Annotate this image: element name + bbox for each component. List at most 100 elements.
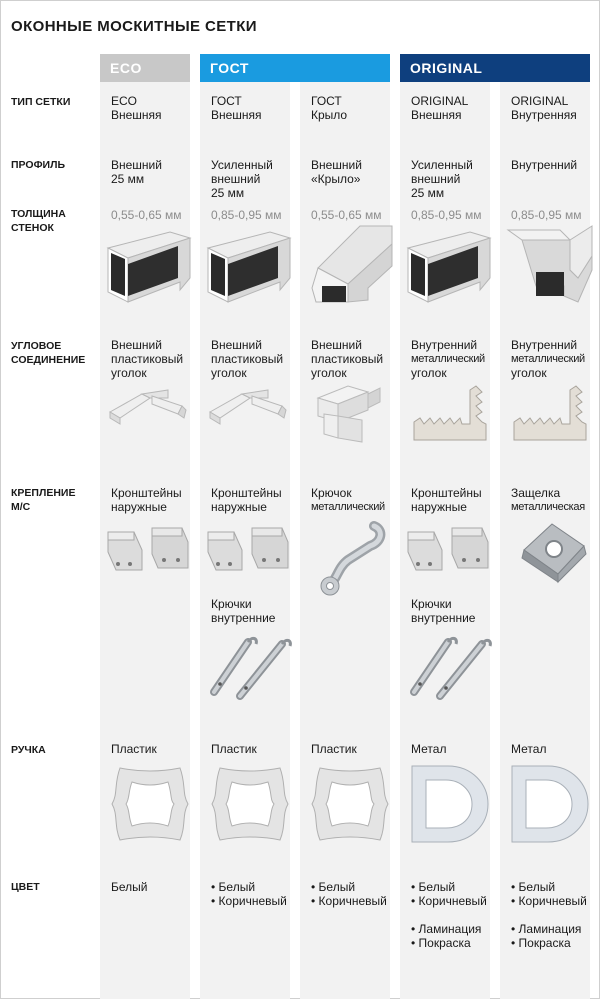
color-item: • Коричневый xyxy=(211,894,287,908)
row-label-type: ТИП СЕТКИ xyxy=(11,96,71,108)
color-item-label: Коричневый xyxy=(518,894,587,908)
cell-line: Внешний xyxy=(311,158,362,172)
cell-line: металлический xyxy=(311,501,385,513)
handle-plastic-image xyxy=(311,767,389,841)
cell-thickness-eco: 0,55-0,65 мм xyxy=(111,208,182,222)
header-eco: ECO xyxy=(100,54,190,82)
cell-thickness-gost-2: 0,55-0,65 мм xyxy=(311,208,382,222)
color-item-label: Коричневый xyxy=(218,894,287,908)
cell-line: наружные xyxy=(111,500,167,514)
cell-line: Внешний xyxy=(311,338,362,352)
cell-corner-gost-2: Внешний пластиковый уголок xyxy=(311,338,383,380)
cell-profile-gost-1: Усиленный внешний 25 мм xyxy=(211,158,273,200)
row-label-handle: РУЧКА xyxy=(11,744,46,756)
cell-line: 25 мм xyxy=(211,186,245,200)
cell-line: Кронштейны xyxy=(111,486,182,500)
cell-profile-eco: Внешний 25 мм xyxy=(111,158,162,186)
row-label-corner-2: СОЕДИНЕНИЕ xyxy=(11,354,86,366)
corner-plastic-image xyxy=(109,389,187,425)
row-label-mount-2: М/С xyxy=(11,501,31,513)
corner-plastic-block-image xyxy=(316,385,381,443)
cell-line: наружные xyxy=(411,500,467,514)
cell-line: 25 мм xyxy=(111,172,145,186)
cell-color-original-1: • Белый • Коричневый xyxy=(411,880,487,908)
cell-line: металлический xyxy=(511,353,585,365)
cell-line: металлическая xyxy=(511,501,585,513)
color-item: • Коричневый xyxy=(511,894,587,908)
header-gost: ГОСТ xyxy=(200,54,390,82)
cell-thickness-original-1: 0,85-0,95 мм xyxy=(411,208,482,222)
cell-line: металлический xyxy=(411,353,485,365)
hooks-inner-image xyxy=(410,636,492,700)
cell-handle-eco: Пластик xyxy=(111,742,157,756)
cell-line: Кронштейны xyxy=(411,486,482,500)
cell-type-gost-2: ГОСТ Крыло xyxy=(311,94,347,122)
cell-line: внешний xyxy=(411,172,461,186)
color-item: • Покраска xyxy=(511,936,571,950)
cell-line: уголок xyxy=(211,366,247,380)
cell-line: внешний xyxy=(211,172,261,186)
profile-rectangular-image xyxy=(106,231,192,303)
cell-line: Крыло xyxy=(311,108,348,122)
profile-internal-image xyxy=(506,225,593,303)
cell-type-eco: ECO Внешняя xyxy=(111,94,162,122)
cell-line: внутренние xyxy=(411,611,476,625)
handle-metal-image xyxy=(411,765,489,843)
color-item-label: Коричневый xyxy=(418,894,487,908)
cell-type-original-1: ORIGINAL Внешняя xyxy=(411,94,468,122)
corner-plastic-image xyxy=(209,389,287,425)
cell-corner-original-2: Внутренний металлический уголок xyxy=(511,338,585,380)
color-item-label: Коричневый xyxy=(318,894,387,908)
cell-mount-gost-2: Крючок металлический xyxy=(311,486,385,514)
cell-line: Внешний xyxy=(111,338,162,352)
row-label-profile: ПРОФИЛЬ xyxy=(11,159,66,171)
cell-color-original-2: • Белый • Коричневый xyxy=(511,880,587,908)
cell-line: Крючки xyxy=(411,597,452,611)
hooks-inner-image xyxy=(210,636,292,700)
row-label-mount-1: КРЕПЛЕНИЕ xyxy=(11,487,76,499)
cell-line: ГОСТ xyxy=(211,94,242,108)
cell-color-extra-original-2: • Ламинация • Покраска xyxy=(511,922,581,950)
row-label-corner-1: УГЛОВОЕ xyxy=(11,340,62,352)
cell-line: уголок xyxy=(311,366,347,380)
color-item: • Ламинация xyxy=(511,922,582,936)
color-item: • Белый xyxy=(311,880,356,894)
handle-plastic-image xyxy=(111,767,189,841)
cell-line: Внутренний xyxy=(511,338,578,352)
cell-mount-eco: Кронштейны наружные xyxy=(111,486,182,514)
color-item: • Белый xyxy=(511,880,556,894)
handle-metal-image xyxy=(511,765,589,843)
color-item-label: Покраска xyxy=(518,936,571,950)
color-item: Белый xyxy=(111,880,148,894)
corner-metal-image xyxy=(513,385,587,441)
cell-color-gost-2: • Белый • Коричневый xyxy=(311,880,387,908)
cell-line: внутренние xyxy=(211,611,276,625)
color-item: • Коричневый xyxy=(411,894,487,908)
column-bg-gost-1 xyxy=(200,55,290,999)
cell-color-gost-1: • Белый • Коричневый xyxy=(211,880,287,908)
row-label-thickness-1: ТОЛЩИНА xyxy=(11,208,66,220)
cell-corner-gost-1: Внешний пластиковый уголок xyxy=(211,338,283,380)
cell-corner-eco: Внешний пластиковый уголок xyxy=(111,338,183,380)
row-label-thickness-2: СТЕНОК xyxy=(11,222,54,234)
header-original: ORIGINAL xyxy=(400,54,590,82)
cell-line: ORIGINAL xyxy=(511,94,569,108)
cell-thickness-gost-1: 0,85-0,95 мм xyxy=(211,208,282,222)
color-item: • Белый xyxy=(411,880,456,894)
cell-line: Крючок xyxy=(311,486,352,500)
cell-line: 25 мм xyxy=(411,186,445,200)
cell-handle-original-1: Метал xyxy=(411,742,447,756)
color-item: • Белый xyxy=(211,880,256,894)
handle-plastic-image xyxy=(211,767,289,841)
cell-line: Внешняя xyxy=(411,108,462,122)
page-title: ОКОННЫЕ МОСКИТНЫЕ СЕТКИ xyxy=(11,18,257,35)
cell-line: Внутренний xyxy=(511,158,578,172)
cell-mount-extra-gost-1: Крючки внутренние xyxy=(211,597,275,625)
cell-line: ECO xyxy=(111,94,138,108)
bracket-outer-image xyxy=(207,527,289,571)
cell-line: Защелка xyxy=(511,486,561,500)
cell-handle-gost-1: Пластик xyxy=(211,742,257,756)
column-bg-eco xyxy=(100,55,190,999)
corner-metal-image xyxy=(413,385,487,441)
cell-line: Усиленный xyxy=(211,158,273,172)
